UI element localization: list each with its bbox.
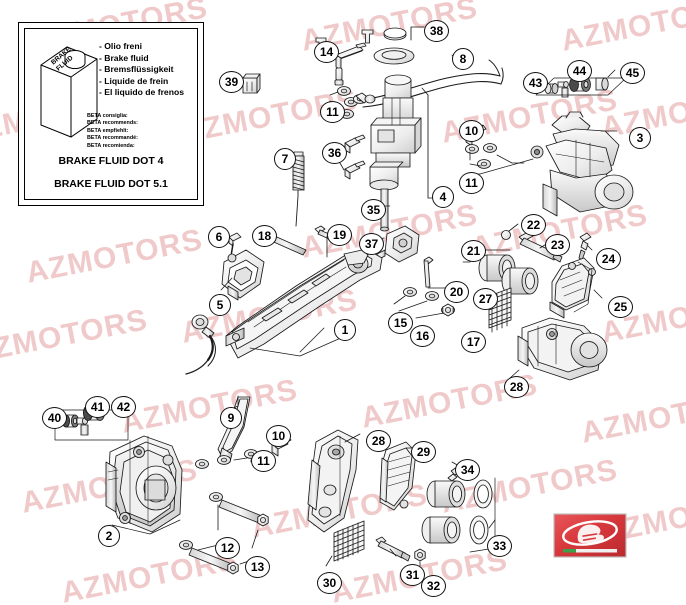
callout-30[interactable]: 30 [317,572,342,594]
callout-25[interactable]: 25 [608,296,633,318]
callout-10[interactable]: 10 [459,120,484,142]
callout-11[interactable]: 11 [459,172,484,194]
part-28-caliper-bracket-upper [517,317,608,381]
callout-24[interactable]: 24 [596,248,621,270]
callout-4[interactable]: 4 [432,186,454,208]
callout-29[interactable]: 29 [411,441,436,463]
fluid-language-list: - Olio freni - Brake fluid - Bremsflüssi… [99,41,184,99]
callout-34[interactable]: 34 [455,459,480,481]
callout-17[interactable]: 17 [461,331,486,353]
callout-45[interactable]: 45 [620,62,645,84]
part-1-brake-pedal [225,249,383,359]
callout-44[interactable]: 44 [567,60,592,82]
callout-43[interactable]: 43 [523,72,548,94]
beta-recommends-list: BETA consiglia: BETA recommends: BETA em… [87,113,138,150]
callout-7[interactable]: 7 [274,148,296,170]
callout-40[interactable]: 40 [42,407,67,429]
beta-rec-it: BETA consiglia: [87,113,128,119]
part-4-master-cylinder [369,74,422,191]
fluid-lang-de: - Bremsflüssigkeit [99,64,174,75]
fluid-lang-es: - El liquido de frenos [99,87,184,98]
callout-14[interactable]: 14 [314,41,339,63]
callout-22[interactable]: 22 [521,214,546,236]
part-5-pedal-bracket [221,249,265,301]
beta-rec-es: BETA recomienda: [87,142,135,149]
part-24-bleed-nipple [578,232,592,261]
callout-11[interactable]: 11 [251,450,276,472]
callout-10[interactable]: 10 [266,425,291,447]
part-39-clip [242,73,261,94]
part-12-bolt [209,492,269,527]
brake-cable [185,314,216,375]
callout-41[interactable]: 41 [85,396,110,418]
callout-38[interactable]: 38 [424,20,449,42]
callout-28[interactable]: 28 [504,376,529,398]
callout-31[interactable]: 31 [400,564,425,586]
part-33-pistons-and-seals [421,479,493,545]
callout-21[interactable]: 21 [461,240,486,262]
callout-12[interactable]: 12 [215,537,240,559]
callout-13[interactable]: 13 [245,556,270,578]
brake-fluid-spec-secondary: BRAKE FLUID DOT 5.1 [54,178,168,190]
part-3-rear-caliper [530,111,634,217]
part-17-nut [442,303,454,317]
beta-rec-en: BETA recommends: [87,120,138,127]
part-30-pad-shim [333,520,365,562]
part-22-ball [501,230,511,240]
callout-9[interactable]: 9 [220,407,242,429]
callout-39[interactable]: 39 [219,71,244,93]
part-2-front-caliper [105,435,183,533]
callout-33[interactable]: 33 [487,535,512,557]
callout-5[interactable]: 5 [209,294,231,316]
callout-1[interactable]: 1 [334,319,356,341]
brake-fluid-bottle-illustration [40,46,98,138]
callout-27[interactable]: 27 [473,288,498,310]
callout-6[interactable]: 6 [208,226,230,248]
fluid-lang-en: - Brake fluid [99,52,149,63]
part-25-brake-pads [549,257,596,319]
callout-19[interactable]: 19 [327,224,352,246]
callout-11[interactable]: 11 [320,101,345,123]
fluid-lang-it: - Olio freni [99,41,142,51]
beta-logo-badge [553,513,627,558]
fluid-lang-fr: - Liquide de frein [99,75,169,86]
callout-35[interactable]: 35 [361,199,386,221]
brake-fluid-spec-primary: BRAKE FLUID DOT 4 [58,155,164,167]
callout-37[interactable]: 37 [359,233,384,255]
callout-28[interactable]: 28 [366,430,391,452]
part-32-nut [414,548,426,562]
beta-rec-fr: BETA recommandé: [87,135,138,142]
callout-36[interactable]: 36 [322,142,347,164]
callout-18[interactable]: 18 [252,225,277,247]
parts-43-44-45-bushings [544,77,609,98]
part-20-bolt [423,256,434,288]
part-28-caliper-bracket-lower [307,429,359,533]
callout-8[interactable]: 8 [452,48,474,70]
callout-3[interactable]: 3 [629,127,651,149]
callout-23[interactable]: 23 [545,234,570,256]
brake-fluid-info-box: BRAKE FLUID - Olio freni - Brake fluid -… [18,22,204,206]
part-29-brake-pad [379,441,417,511]
part-36-bolts [344,134,366,180]
beta-rec-de: BETA empfiehlt: [87,127,129,134]
callout-16[interactable]: 16 [410,325,435,347]
part-21-piston-seals [478,254,539,295]
callout-15[interactable]: 15 [388,312,413,334]
part-14-brake-switch [334,42,367,86]
part-13-bolt [179,540,239,575]
callout-20[interactable]: 20 [444,281,469,303]
part-7-return-spring [292,151,305,227]
part-8-brake-hose [355,59,504,108]
callout-42[interactable]: 42 [111,396,136,418]
callout-32[interactable]: 32 [421,575,446,597]
info-box-inner-border [24,28,198,200]
callout-2[interactable]: 2 [98,525,120,547]
part-31-pin [375,536,411,562]
